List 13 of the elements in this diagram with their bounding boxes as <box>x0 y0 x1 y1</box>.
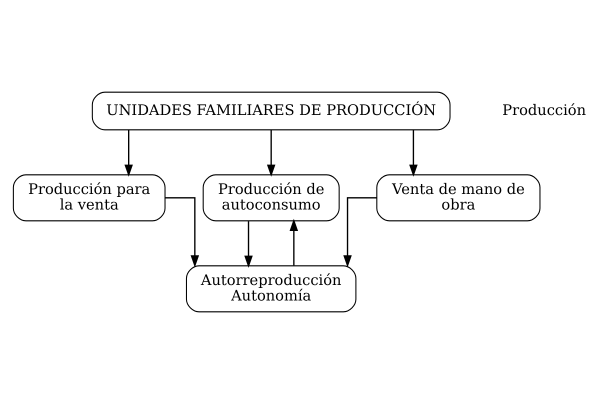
node-box: Producción de autoconsumo <box>202 174 340 222</box>
arrow <box>244 221 253 268</box>
node-box: Venta de mano de obra <box>376 174 540 222</box>
label: Producción <box>502 102 586 119</box>
arrow <box>409 130 418 177</box>
node-box: UNIDADES FAMILIARES DE PRODUCCIÓN <box>92 92 451 130</box>
arrow <box>124 130 133 177</box>
node-box: Autorreproducción Autonomía <box>186 265 356 312</box>
arrow <box>343 197 377 268</box>
arrow <box>266 130 276 177</box>
arrow <box>290 218 298 266</box>
arrow <box>165 197 200 268</box>
node-box: Producción para la venta <box>12 174 166 222</box>
